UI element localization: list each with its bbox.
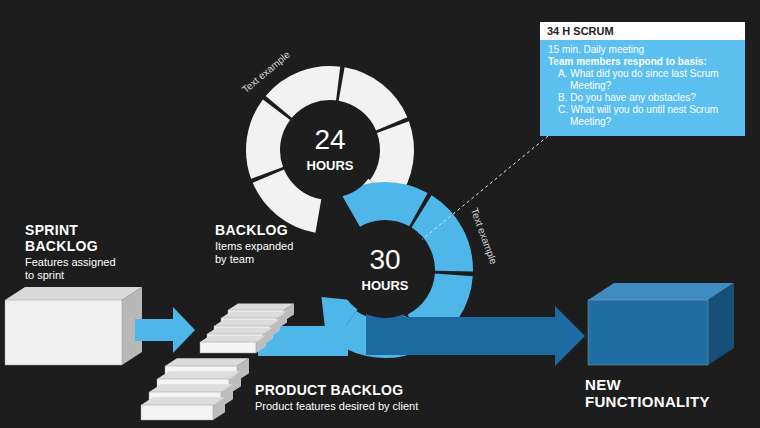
sprint-backlog: SPRINT BACKLOGFeatures assigned to sprin… (5, 222, 135, 365)
node-text: Product features desired by client (255, 400, 470, 413)
backlog-item-top (200, 336, 266, 343)
product-backlog: PRODUCT BACKLOG Product features desired … (140, 360, 470, 424)
cycle-circle: 30HOURS (337, 222, 433, 318)
flow-arrow (135, 319, 173, 341)
node-text: Features assigned to sprint (25, 256, 123, 282)
product-item-side (213, 397, 225, 420)
functionality-cube-front (588, 300, 708, 365)
node-heading: NEW FUNCTIONALITY (585, 376, 735, 411)
node-text: HOURS (362, 278, 409, 294)
node-text: C. What will you do until nest Scrum Mee… (548, 104, 737, 128)
product-item-top (157, 371, 241, 379)
node-text: 15 min. Daily meeting (548, 44, 737, 56)
node-heading: PRODUCT BACKLOG (255, 382, 470, 398)
sprint-cube-front (5, 300, 122, 365)
product-item (141, 397, 225, 420)
node-text: A. What did you do since last Scrum Meet… (548, 68, 737, 92)
product-item-front (141, 405, 213, 420)
node-text: HOURS (307, 158, 354, 174)
node-text: Team members respond to basis: (548, 56, 737, 68)
product-item-top (165, 358, 249, 366)
functionality-cube (588, 283, 734, 365)
backlog-item-side (256, 336, 266, 354)
node-heading: BACKLOG (215, 222, 297, 238)
backlog-item-top (228, 304, 294, 311)
cycle-circle: 24HOURS (282, 102, 378, 198)
backlog-item-top (214, 320, 280, 327)
node-text: B. Do you have any obstacles? (548, 92, 737, 104)
node-heading: 24 (314, 126, 345, 154)
ring-label: Text example (469, 206, 499, 265)
backlog-item (200, 336, 266, 354)
new-functionality: NEW FUNCTIONALITY (585, 290, 735, 416)
node-heading: 34 H SCRUM (540, 22, 745, 40)
sprint-cube (5, 287, 142, 365)
product-item-top (141, 397, 225, 405)
output-band-arrow (385, 312, 555, 336)
product-item-top (149, 384, 233, 392)
node-heading: SPRINT BACKLOG (25, 222, 123, 254)
functionality-cube-side (708, 283, 734, 365)
node-text: Items expanded by team (215, 240, 297, 266)
backlog-item-front (200, 342, 256, 353)
sprint-cube-top (5, 287, 142, 300)
backlog-item-top (221, 312, 287, 319)
backlog: BACKLOG Items expanded by team (195, 222, 295, 358)
backlog-item-top (207, 328, 273, 335)
callout-box: 34 H SCRUM 15 min. Daily meetingTeam memb… (540, 22, 745, 136)
node-heading: 30 (369, 246, 400, 274)
